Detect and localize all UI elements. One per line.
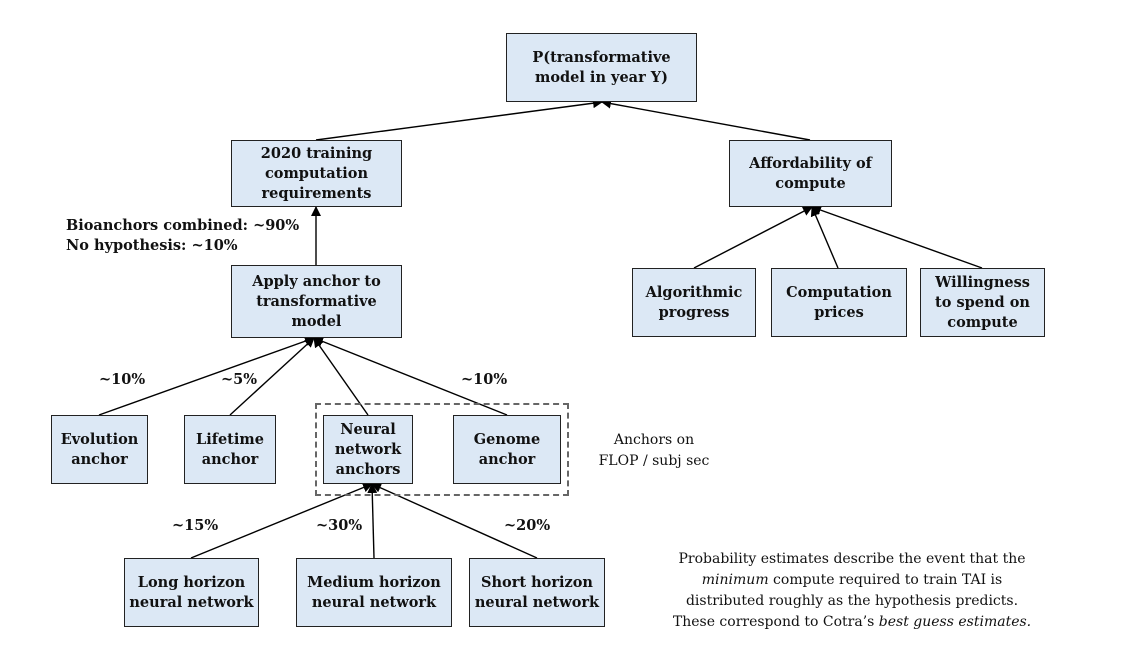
label-genome-pct: ~10% xyxy=(461,371,508,388)
footnote-line1: Probability estimates describe the event… xyxy=(678,551,1026,567)
footnote-line4-pre: These correspond to Cotra’s xyxy=(672,614,879,630)
node-training: 2020 training computation requirements xyxy=(231,140,402,207)
node-computation-prices: Computation prices xyxy=(771,268,907,337)
footnote: Probability estimates describe the event… xyxy=(663,549,1041,633)
arrow-prices-to-affordability xyxy=(810,206,839,269)
arrow-medium-to-neural xyxy=(367,483,378,559)
arrow-evolution-to-apply xyxy=(98,336,315,416)
label-long-pct: ~15% xyxy=(172,517,219,534)
node-affordability: Affordability of compute xyxy=(729,140,892,207)
footnote-line3: distributed roughly as the hypothesis pr… xyxy=(685,593,1019,609)
node-evolution: Evolution anchor xyxy=(51,415,148,484)
label-short-pct: ~20% xyxy=(504,517,551,534)
footnote-emphasis-best-guess: best guess estimates. xyxy=(878,614,1032,630)
node-genome: Genome anchor xyxy=(453,415,561,484)
node-willingness: Willingness to spend on compute xyxy=(920,268,1045,337)
group-note-line2: FLOP / subj sec xyxy=(598,453,710,469)
node-top: P(transformative model in year Y) xyxy=(506,33,697,102)
node-short: Short horizon neural network xyxy=(469,558,605,627)
arrow-algorithmic-to-affordability xyxy=(693,206,813,269)
arrow-short-to-neural xyxy=(371,483,538,559)
footnote-line4: These correspond to Cotra’s best guess e… xyxy=(663,612,1041,633)
arrow-long-to-neural xyxy=(190,482,373,559)
footnote-line2: minimum compute required to train TAI is xyxy=(663,570,1041,591)
arrow-neural-to-apply xyxy=(313,337,369,416)
label-lifetime-pct: ~5% xyxy=(221,371,258,388)
arrow-willingness-to-affordability xyxy=(811,205,983,269)
label-evolution-pct: ~10% xyxy=(99,371,146,388)
group-note-line1: Anchors on xyxy=(613,432,695,448)
group-note: Anchors on FLOP / subj sec xyxy=(595,430,713,472)
node-apply-anchor: Apply anchor to transformative model xyxy=(231,265,402,338)
label-bioanchors: Bioanchors combined: ~90% xyxy=(66,217,300,234)
node-long: Long horizon neural network xyxy=(124,558,259,627)
node-medium: Medium horizon neural network xyxy=(296,558,452,627)
arrow-lifetime-to-apply xyxy=(229,337,315,416)
label-medium-pct: ~30% xyxy=(316,517,363,534)
footnote-emphasis-minimum: minimum xyxy=(701,572,769,588)
footnote-line2-rest: compute required to train TAI is xyxy=(768,572,1003,588)
arrow-genome-to-apply xyxy=(313,336,508,416)
flop-anchors-group xyxy=(315,403,569,496)
node-algorithmic: Algorithmic progress xyxy=(632,268,756,337)
arrow-affordability-to-top xyxy=(601,98,811,141)
label-no-hypothesis: No hypothesis: ~10% xyxy=(66,237,238,254)
node-neural: Neural network anchors xyxy=(323,415,413,484)
node-lifetime: Lifetime anchor xyxy=(184,415,276,484)
arrow-training-to-top xyxy=(315,98,603,141)
